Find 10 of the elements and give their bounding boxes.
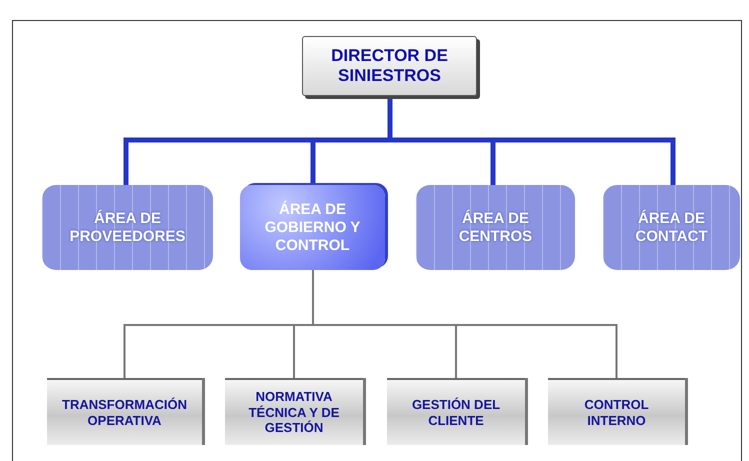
org-box: CONTROL INTERNO <box>548 378 685 445</box>
org-box: ÁREA DE GOBIERNO Y CONTROL <box>240 185 385 270</box>
org-box: ÁREA DE CENTROS <box>416 185 575 270</box>
org-box: DIRECTOR DE SINIESTROS <box>302 36 477 96</box>
org-box: NORMATIVA TÉCNICA Y DE GESTIÓN <box>225 378 363 445</box>
org-box: GESTIÓN DEL CLIENTE <box>387 378 525 445</box>
org-box: ÁREA DE PROVEEDORES <box>42 185 213 270</box>
connector-line <box>312 270 618 378</box>
org-box: ÁREA DE CONTACT <box>603 185 740 270</box>
org-box: TRANSFORMACIÓN OPERATIVA <box>47 378 202 445</box>
